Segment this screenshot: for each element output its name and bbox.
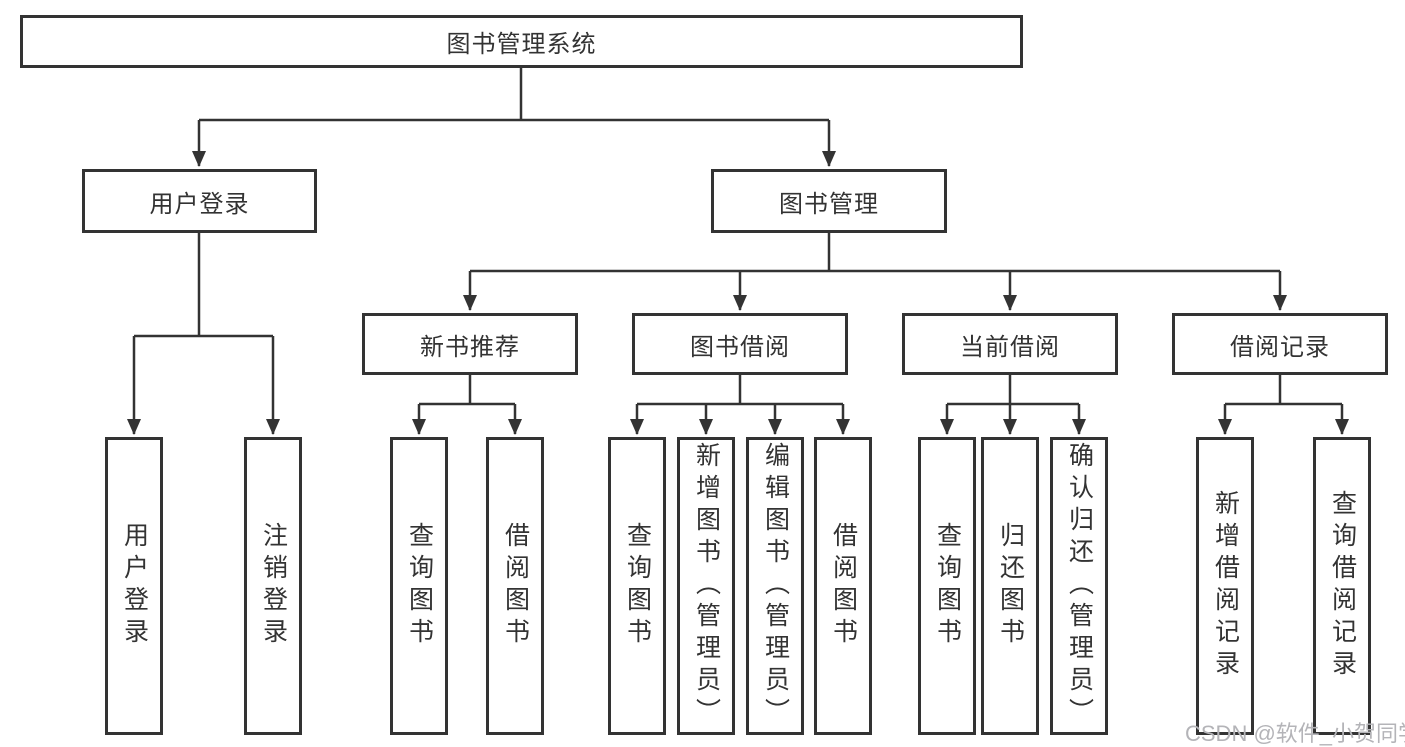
leaf-label: 查询图书 [933,522,962,650]
leaf-label: 编辑图书（管理员） [761,442,790,730]
node-new-book-recommend: 新书推荐 [362,313,578,375]
leaf-label: 查询借阅记录 [1328,490,1357,682]
leaf-edit-books-admin: 编辑图书（管理员） [746,437,804,735]
leaf-label: 查询图书 [405,522,434,650]
node-book-borrow: 图书借阅 [632,313,848,375]
leaf-query-books: 查询图书 [608,437,666,735]
leaf-borrow-books: 借阅图书 [814,437,872,735]
leaf-borrow-books: 借阅图书 [486,437,544,735]
node-book-management: 图书管理 [711,169,947,233]
leaf-label: 新增借阅记录 [1211,490,1240,682]
csdn-watermark: CSDN @软件_小贺同学 [1185,721,1405,746]
leaf-label: 归还图书 [996,522,1025,650]
leaf-label: 用户登录 [120,522,149,650]
leaf-logout: 注销登录 [244,437,302,735]
leaf-add-borrow-record: 新增借阅记录 [1196,437,1254,735]
leaf-user-login: 用户登录 [105,437,163,735]
node-library-management-system: 图书管理系统 [20,15,1023,68]
node-user-login: 用户登录 [82,169,317,233]
leaf-query-books: 查询图书 [390,437,448,735]
leaf-query-borrow-record: 查询借阅记录 [1313,437,1371,735]
leaf-label: 借阅图书 [829,522,858,650]
leaf-label: 查询图书 [623,522,652,650]
leaf-query-books: 查询图书 [918,437,976,735]
leaf-label: 注销登录 [259,522,288,650]
leaf-label: 借阅图书 [501,522,530,650]
leaf-confirm-return-admin: 确认归还（管理员） [1050,437,1108,735]
node-current-borrow: 当前借阅 [902,313,1118,375]
leaf-add-books-admin: 新增图书（管理员） [677,437,735,735]
leaf-label: 新增图书（管理员） [692,442,721,730]
node-borrow-records: 借阅记录 [1172,313,1388,375]
leaf-return-books: 归还图书 [981,437,1039,735]
leaf-label: 确认归还（管理员） [1065,442,1094,730]
